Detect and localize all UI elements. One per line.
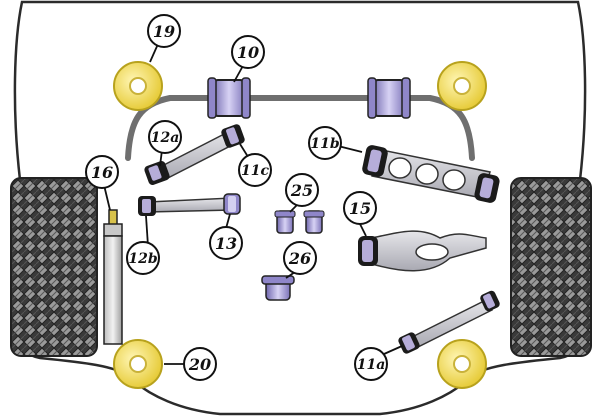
callout-19: 19 <box>147 14 181 48</box>
callout-11b: 11b <box>308 126 342 160</box>
callout-19-text: 19 <box>153 22 175 41</box>
arm-12b-13 <box>138 193 241 216</box>
callout-11c: 11c <box>238 153 272 187</box>
callout-26: 26 <box>283 241 317 275</box>
top-mount-19-left <box>113 61 163 111</box>
bush-10-left <box>207 77 251 119</box>
bush-25-right <box>303 210 325 234</box>
callout-25-text: 25 <box>290 181 313 200</box>
bush-26 <box>261 275 295 301</box>
shock-absorber-16 <box>103 209 123 345</box>
anti-roll-bar <box>125 95 475 161</box>
callout-25: 25 <box>285 173 319 207</box>
callout-12b-text: 12b <box>128 251 157 267</box>
callout-13-text: 13 <box>215 234 237 253</box>
callout-12a-text: 12a <box>151 130 180 146</box>
callout-11c-text: 11c <box>241 163 269 179</box>
callout-26-text: 26 <box>288 249 311 268</box>
arm-12a-11c <box>144 124 245 186</box>
callout-12b: 12b <box>126 241 160 275</box>
callout-11b-text: 11b <box>310 136 339 152</box>
bush-10-right <box>367 77 411 119</box>
top-mount-20-right <box>437 339 487 389</box>
bush-25-left <box>274 210 296 234</box>
top-mount-20-left <box>113 339 163 389</box>
arm-11a <box>398 290 500 354</box>
callout-16-text: 16 <box>91 163 113 182</box>
callout-15-text: 15 <box>349 199 371 218</box>
arm-11b <box>362 145 500 203</box>
callout-20-text: 20 <box>188 355 211 374</box>
callout-16: 16 <box>85 155 119 189</box>
arm-15 <box>358 230 487 272</box>
callout-13: 13 <box>209 226 243 260</box>
callout-10: 10 <box>231 35 265 69</box>
callout-11a: 11a <box>354 347 388 381</box>
callout-11a-text: 11a <box>357 357 386 373</box>
tyre-right <box>510 177 592 357</box>
callout-20: 20 <box>183 347 217 381</box>
car-body-outline <box>13 0 587 416</box>
callout-15: 15 <box>343 191 377 225</box>
callout-10-text: 10 <box>237 43 259 62</box>
tyre-left <box>10 177 98 357</box>
top-mount-19-right <box>437 61 487 111</box>
callout-12a: 12a <box>148 120 182 154</box>
